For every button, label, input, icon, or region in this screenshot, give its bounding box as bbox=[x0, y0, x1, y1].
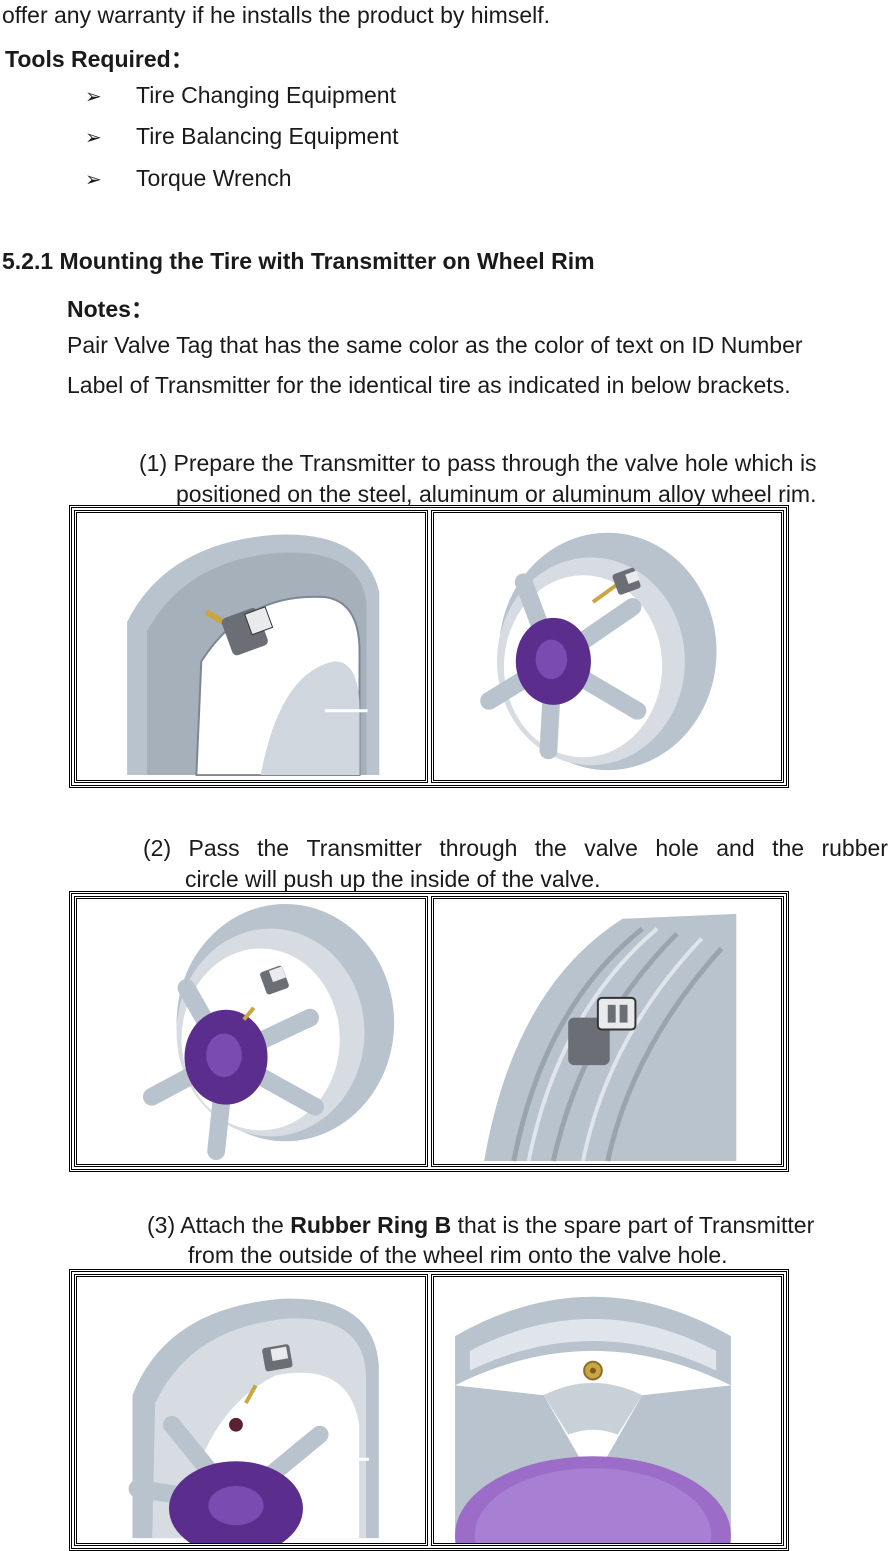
step-2-line2: circle will push up the inside of the va… bbox=[185, 866, 601, 892]
illustration-table-step-3 bbox=[69, 1269, 789, 1551]
step-2-word: Transmitter bbox=[306, 835, 422, 861]
wheel-rim-image bbox=[483, 913, 736, 1162]
step-2-word: valve bbox=[584, 835, 638, 861]
illustration-table-step-2 bbox=[69, 891, 789, 1172]
wheel-rim-image bbox=[127, 534, 380, 777]
step-2-word: rubber bbox=[821, 835, 888, 861]
rim-spokes-through-hole-illustration bbox=[74, 896, 428, 1167]
illustration-table-step-1 bbox=[69, 505, 789, 788]
step-2-word: and bbox=[716, 835, 755, 861]
tools-heading: Tools Required： bbox=[5, 46, 194, 72]
step-2-word: (2) bbox=[143, 835, 172, 861]
step-3-line1: (3) Attach the Rubber Ring B that is the… bbox=[147, 1212, 814, 1239]
bullet-arrow-icon: ➢ bbox=[85, 127, 102, 149]
rim-rubber-ring-illustration bbox=[74, 1274, 428, 1546]
intro-trailing-line: offer any warranty if he installs the pr… bbox=[2, 2, 551, 28]
rim-spokes-illustration bbox=[430, 510, 784, 783]
section-heading: 5.2.1 Mounting the Tire with Transmitter… bbox=[2, 248, 595, 274]
tool-item: Torque Wrench bbox=[136, 165, 292, 191]
step-1-line1: (1) Prepare the Transmitter to pass thro… bbox=[139, 450, 817, 476]
step-2-word: the bbox=[534, 835, 567, 861]
step-2-word: through bbox=[439, 835, 518, 861]
rim-outside-valve-hole-illustration bbox=[430, 1274, 784, 1546]
wheel-rim-image bbox=[128, 1298, 379, 1543]
wheel-rim-image bbox=[454, 1291, 731, 1543]
step-3-line2: from the outside of the wheel rim onto t… bbox=[188, 1242, 728, 1268]
step-2-word: the bbox=[257, 835, 290, 861]
step-2-word: hole bbox=[655, 835, 699, 861]
notes-line: Label of Transmitter for the identical t… bbox=[67, 372, 791, 398]
tool-item: Tire Balancing Equipment bbox=[136, 123, 399, 149]
bullet-arrow-icon: ➢ bbox=[85, 86, 102, 108]
step-3-text: that is the spare part of Transmitter bbox=[451, 1212, 815, 1238]
notes-heading: Notes： bbox=[67, 296, 154, 322]
tool-item: Tire Changing Equipment bbox=[136, 82, 396, 108]
step-2-line1: (2) Pass the Transmitter through the val… bbox=[143, 835, 888, 862]
bullet-arrow-icon: ➢ bbox=[85, 169, 102, 191]
rim-inner-illustration bbox=[74, 510, 428, 783]
step-3-text: (3) Attach the bbox=[147, 1212, 291, 1238]
step-2-word: the bbox=[772, 835, 805, 861]
rubber-ring-b-label: Rubber Ring B bbox=[290, 1212, 452, 1238]
notes-line: Pair Valve Tag that has the same color a… bbox=[67, 332, 803, 358]
step-1-line2: positioned on the steel, aluminum or alu… bbox=[176, 481, 817, 507]
wheel-rim-image bbox=[479, 532, 717, 771]
step-2-word: Pass bbox=[188, 835, 240, 861]
wheel-rim-image bbox=[142, 903, 395, 1161]
rim-closeup-transmitter-illustration bbox=[430, 896, 784, 1167]
